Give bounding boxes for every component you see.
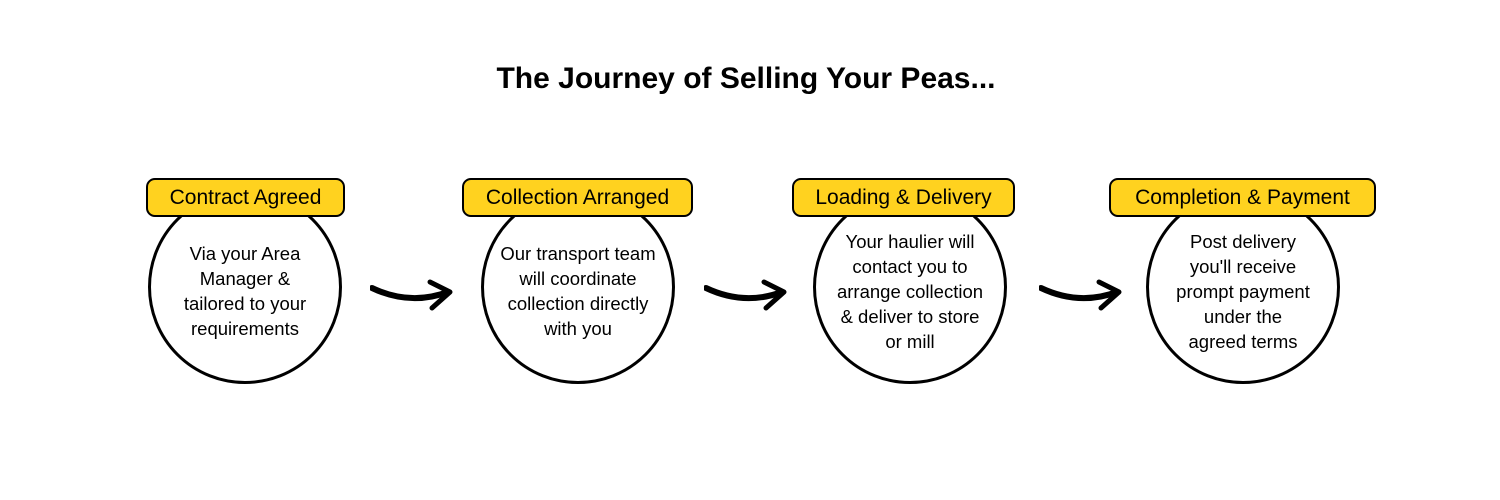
arrow-right-icon xyxy=(704,279,787,311)
diagram-title: The Journey of Selling Your Peas... xyxy=(496,62,996,95)
step-circle: Via your Area Manager & tailored to your… xyxy=(148,190,342,384)
step-label: Completion & Payment xyxy=(1109,178,1376,217)
step-label: Contract Agreed xyxy=(146,178,345,217)
step-description: Your haulier will contact you to arrange… xyxy=(836,230,984,352)
step-circle: Our transport team will coordinate colle… xyxy=(481,190,675,384)
step-description: Post delivery you'll receive prompt paym… xyxy=(1176,230,1310,352)
step-circle: Post delivery you'll receive prompt paym… xyxy=(1146,190,1340,384)
step-description: Via your Area Manager & tailored to your… xyxy=(183,243,307,339)
arrow-right-icon xyxy=(370,279,453,311)
arrow-right-icon xyxy=(1039,279,1122,311)
step-circle: Your haulier will contact you to arrange… xyxy=(813,190,1007,384)
step-description: Our transport team will coordinate colle… xyxy=(500,243,656,339)
step-label: Collection Arranged xyxy=(462,178,693,217)
step-label: Loading & Delivery xyxy=(792,178,1015,217)
